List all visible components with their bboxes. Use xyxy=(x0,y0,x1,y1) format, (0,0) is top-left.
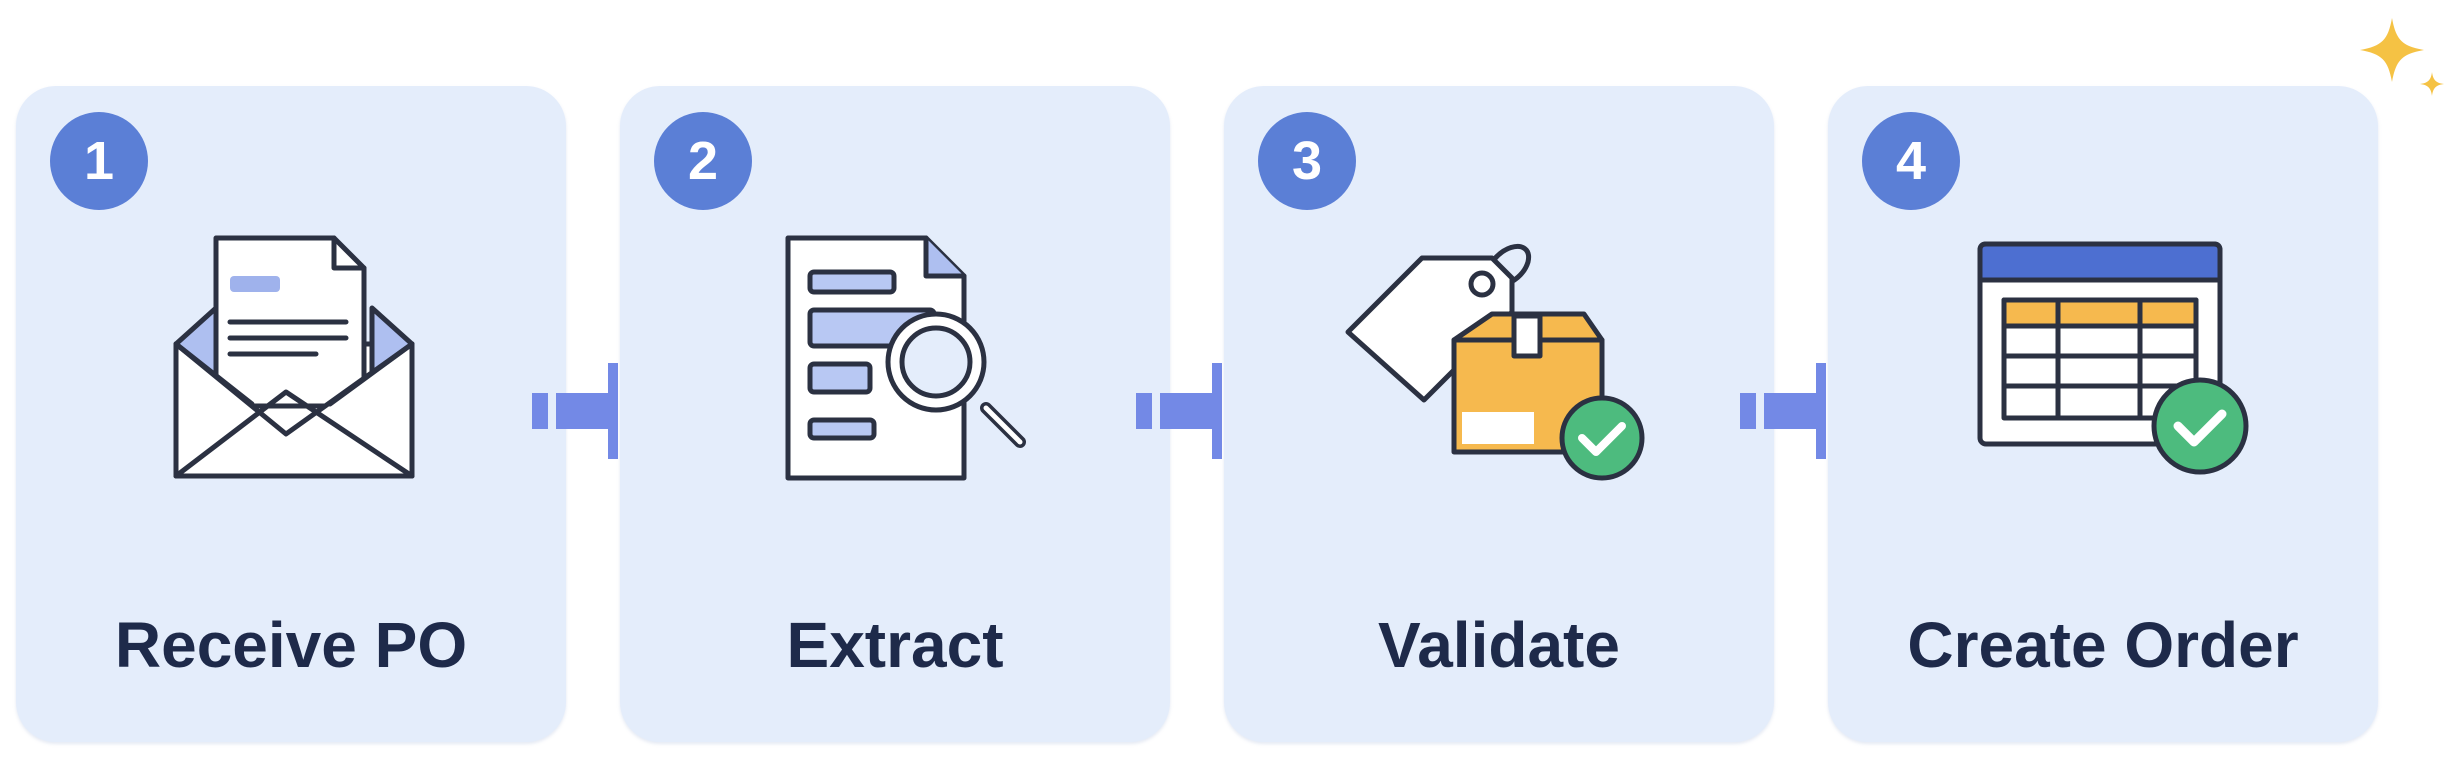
step-number-badge: 4 xyxy=(1862,112,1960,210)
step-label: Create Order xyxy=(1907,609,2299,681)
step-number-badge: 3 xyxy=(1258,112,1356,210)
step-label: Validate xyxy=(1378,609,1620,681)
step-card-extract: 2 Extract xyxy=(620,86,1170,742)
step-card-create-order: 4 Create Order xyxy=(1828,86,2378,742)
document-magnifier-icon xyxy=(785,235,1026,481)
envelope-with-document-icon xyxy=(173,235,415,479)
step-number-badge: 1 xyxy=(50,112,148,210)
step-number-badge: 2 xyxy=(654,112,752,210)
sparkle-icon xyxy=(2360,18,2444,96)
tagged-box-check-icon xyxy=(1345,244,1645,481)
step-label: Receive PO xyxy=(114,609,468,681)
step-label: Extract xyxy=(786,609,1004,681)
step-card-receive-po: 1 Receive PO xyxy=(16,86,566,742)
spreadsheet-check-icon xyxy=(1977,241,2249,475)
step-card-validate: 3 Validate xyxy=(1224,86,1774,742)
